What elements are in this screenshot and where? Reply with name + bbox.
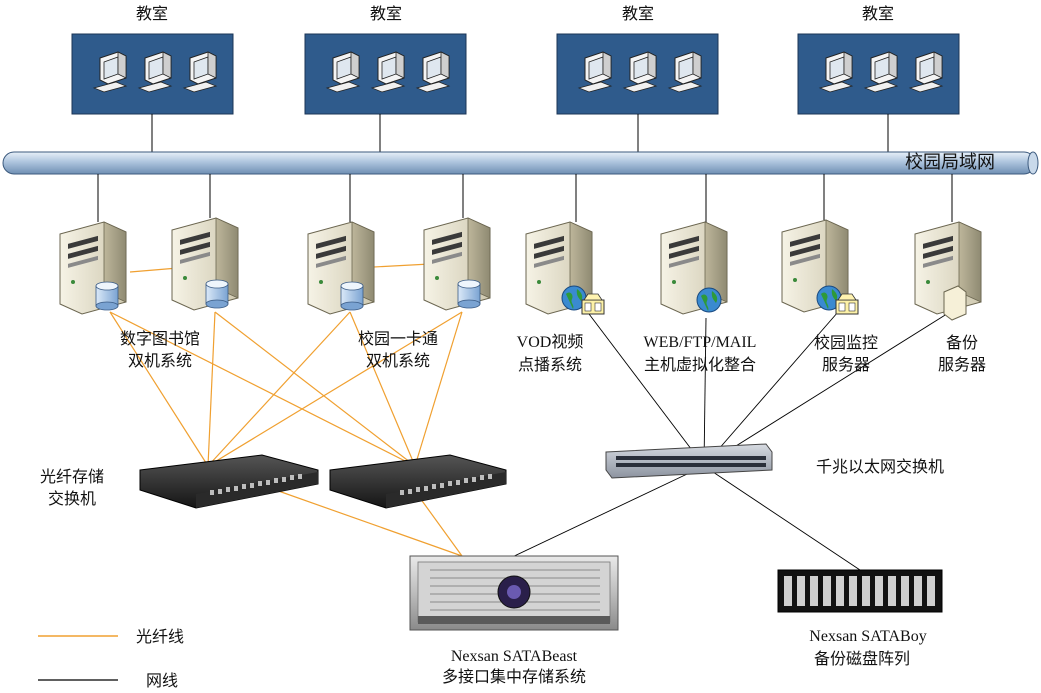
server-label-card-2: 双机系统: [365, 351, 431, 370]
server-campuscard-a: [307, 221, 375, 315]
fc-switch-b: [329, 454, 507, 509]
satabeast-label-2: 多接口集中存储系统: [441, 667, 587, 686]
fc-switch-label-1: 光纤存储: [40, 467, 105, 486]
legend-fiber-label: 光纤线: [136, 627, 185, 646]
server-label-library-2: 双机系统: [127, 351, 193, 370]
classroom-label-4: 教室: [861, 4, 895, 23]
server-label-backup-2: 服务器: [937, 355, 987, 374]
server-links: [97, 174, 953, 222]
server-label-backup-1: 备份: [945, 333, 979, 352]
server-label-vod-1: VOD视频: [516, 334, 584, 351]
server-label-card-1: 校园一卡通: [357, 329, 439, 348]
campus-lan-bus: [2, 151, 1039, 175]
classroom-label-2: 教室: [369, 4, 403, 23]
classroom-label-3: 教室: [621, 4, 655, 23]
satabeast-label-1: Nexsan SATABeast: [450, 648, 578, 665]
fc-switch-label-2: 交换机: [48, 489, 97, 508]
server-monitor: [781, 219, 859, 315]
server-label-web-1: WEB/FTP/MAIL: [643, 334, 757, 351]
server-label-monitor-1: 校园监控: [813, 333, 879, 352]
server-label-library-1: 数字图书馆: [119, 329, 201, 348]
classroom-4: [797, 33, 960, 115]
fc-switch-a: [139, 454, 319, 509]
server-web: [660, 221, 728, 315]
classroom-2: [304, 33, 467, 115]
fiber-links: [109, 263, 463, 557]
sataboy-label-2: 备份磁盘阵列: [813, 649, 911, 668]
sataboy-array: [777, 569, 943, 613]
sataboy-label-1: Nexsan SATABoy: [809, 628, 927, 645]
server-campuscard-b: [423, 217, 491, 311]
server-library-b: [171, 217, 239, 311]
server-label-web-2: 主机虚拟化整合: [643, 355, 757, 374]
classroom-3: [556, 33, 719, 115]
legend-network-label: 网线: [146, 671, 179, 690]
server-library-a: [59, 221, 127, 315]
lan-label: 校园局域网: [905, 152, 995, 173]
network-links: [505, 309, 951, 571]
classroom-1: [71, 33, 234, 115]
gigabit-switch-label: 千兆以太网交换机: [816, 457, 945, 476]
server-label-monitor-2: 服务器: [821, 355, 871, 374]
gigabit-switch: [605, 443, 773, 479]
server-vod: [525, 221, 605, 315]
server-backup: [914, 221, 982, 321]
satabeast-storage: [409, 555, 619, 631]
server-label-vod-2: 点播系统: [517, 355, 583, 374]
classroom-links: [151, 114, 889, 152]
classroom-label-1: 教室: [135, 4, 169, 23]
